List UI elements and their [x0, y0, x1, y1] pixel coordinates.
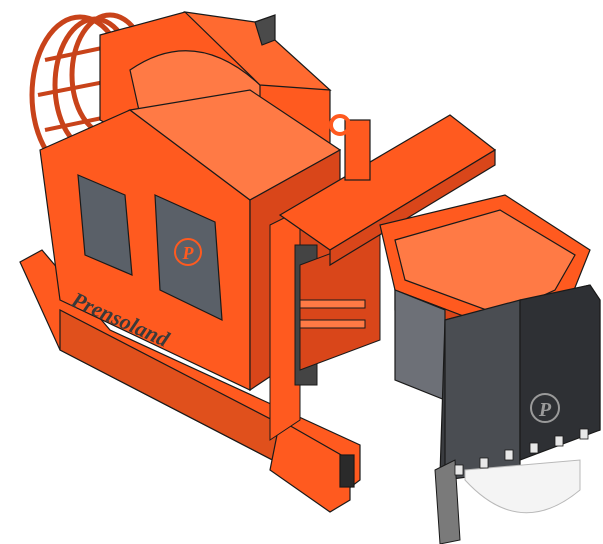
vertical-guide-column	[269, 209, 381, 441]
blade-logo-circle	[530, 393, 560, 423]
door-logo-circle	[174, 238, 202, 266]
guard-bolts	[454, 428, 589, 476]
door-logo: P	[182, 243, 195, 263]
cutting-disc	[464, 459, 581, 514]
cabinet-door-left	[77, 174, 133, 276]
blade-guard	[394, 284, 601, 481]
blade-logo: P	[538, 399, 552, 421]
top-arm-beam	[278, 114, 497, 267]
cabinet-door-right	[154, 194, 223, 321]
blade-shaft	[434, 459, 461, 544]
